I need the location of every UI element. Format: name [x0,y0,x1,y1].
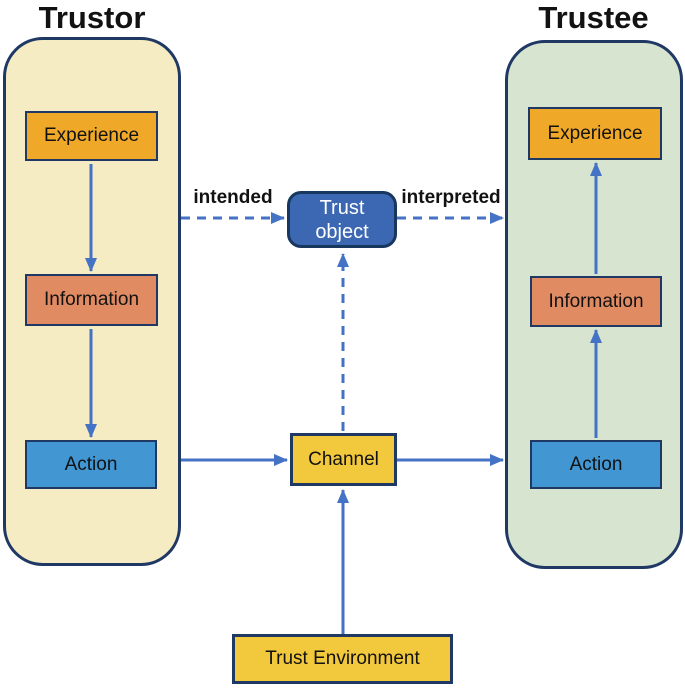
trustee-information-box: Information [530,276,662,327]
trustee-information-label: Information [548,290,644,312]
trustor-title: Trustor [38,0,146,35]
trustor-information-box: Information [25,274,158,326]
trustor-information-label: Information [43,289,140,310]
trustor-action-box: Action [25,440,157,489]
trustee-experience-label: Experience [547,122,643,144]
channel-box: Channel [290,433,397,486]
trustee-action-label: Action [569,453,623,475]
intended-edge-label: intended [193,187,273,208]
trustee-experience-box: Experience [528,107,662,160]
interpreted-edge-label: interpreted [401,187,501,208]
trustee-action-box: Action [530,440,662,489]
trustor-experience-box: Experience [25,111,158,161]
trustor-experience-label: Experience [43,125,140,146]
trust-environment-label: Trust Environment [265,648,420,669]
trust-object-box: Trust object [287,191,397,248]
trustee-title: Trustee [538,0,649,35]
trust-environment-box: Trust Environment [232,634,453,684]
trust-object-label: Trust object [315,196,369,243]
channel-label: Channel [308,448,379,470]
trustor-action-label: Action [64,453,118,475]
